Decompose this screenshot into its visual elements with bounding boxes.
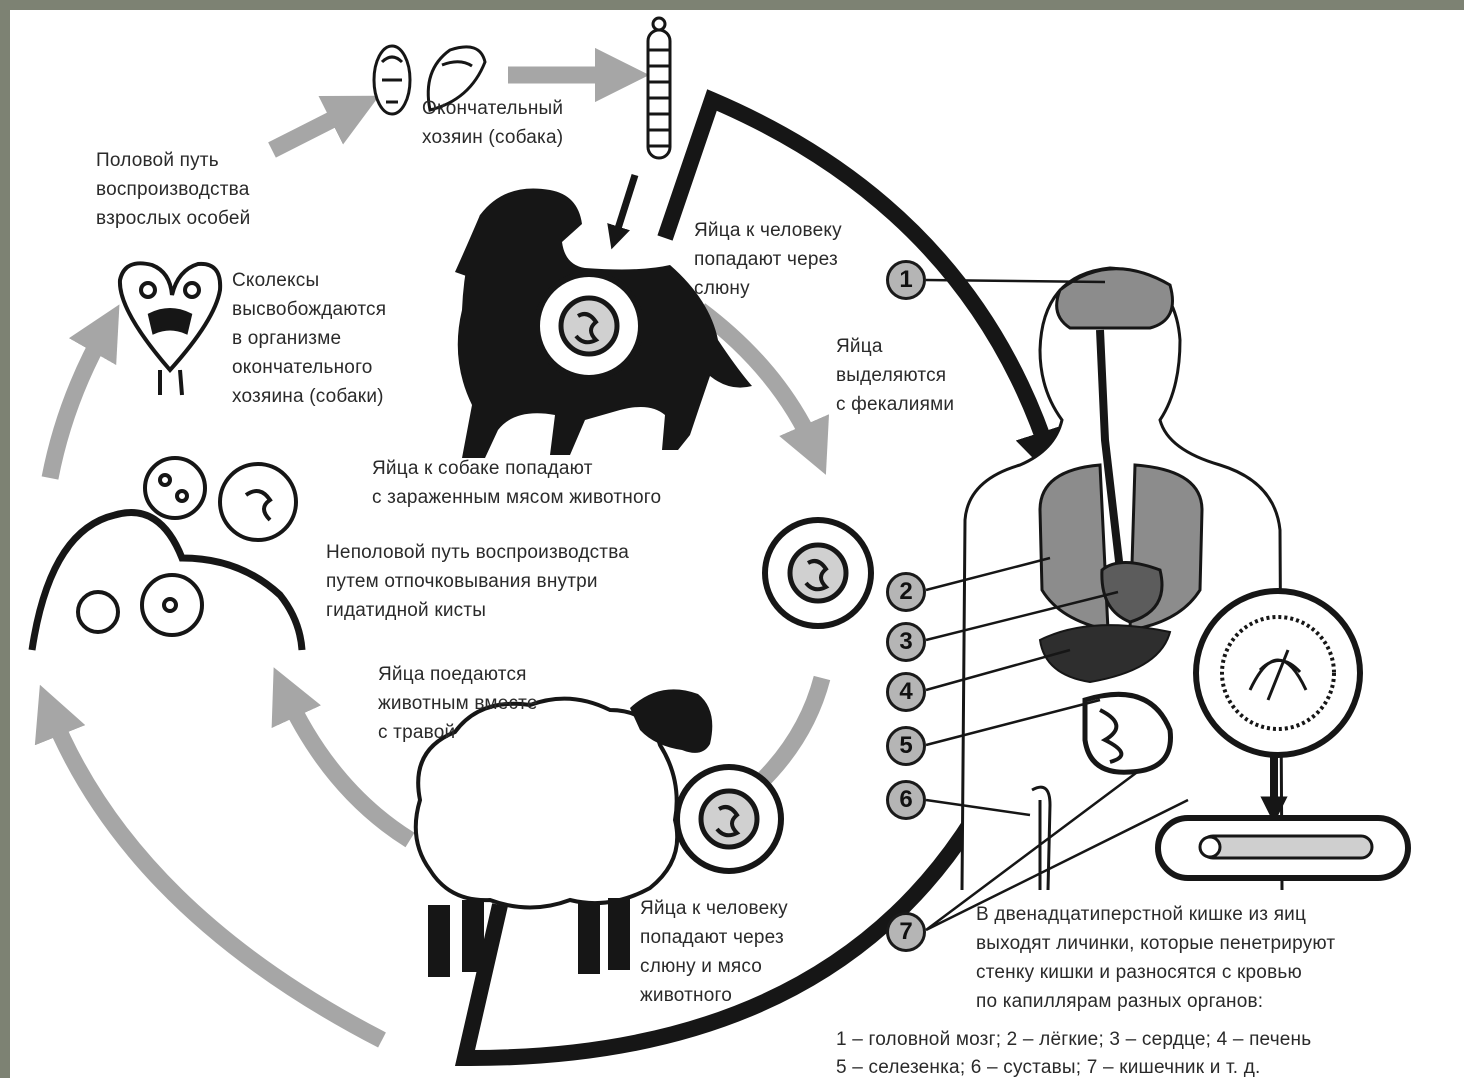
duodenum-label: В двенадцатиперстной кишке из яиц выходя… xyxy=(976,900,1335,1016)
adult-tapeworm-icon xyxy=(648,18,670,158)
eggs-meat-dog-label: Яйца к собаке попадают с зараженным мясо… xyxy=(372,454,661,512)
scolex-release-label: Сколексы высвобождаются в организме окон… xyxy=(232,266,386,411)
organ-marker-5: 5 xyxy=(886,726,926,766)
diagram-frame: Окончательный хозяин (собака) Половой пу… xyxy=(10,10,1464,1078)
scolex-heart xyxy=(120,263,220,395)
organ-marker-4: 4 xyxy=(886,672,926,712)
eggs-grass-label: Яйца поедаются животным вместе с травой xyxy=(378,660,538,747)
arrow-down-to-dog xyxy=(615,175,635,238)
organ-marker-6: 6 xyxy=(886,780,926,820)
eggs-saliva-human-label: Яйца к человеку попадают через слюну xyxy=(694,216,842,303)
legend-line-2: 5 – селезенка; 6 – суставы; 7 – кишечник… xyxy=(836,1053,1261,1078)
organ-marker-3: 3 xyxy=(886,622,926,662)
organ-marker-2: 2 xyxy=(886,572,926,612)
arrow-to-scolex xyxy=(272,108,355,150)
definitive-host-label: Окончательный хозяин (собака) xyxy=(422,94,563,152)
eggs-feces-label: Яйца выделяются с фекалиями xyxy=(836,332,954,419)
organ-marker-7: 7 xyxy=(886,912,926,952)
asexual-path-label: Неполовой путь воспроизводства путем отп… xyxy=(326,538,629,625)
organ-marker-1: 1 xyxy=(886,260,926,300)
sexual-path-label: Половой путь воспроизводства взрослых ос… xyxy=(96,146,250,233)
arrow-up-left xyxy=(50,328,106,478)
hydatid-cyst xyxy=(32,458,302,650)
legend-line-1: 1 – головной мозг; 2 – лёгкие; 3 – сердц… xyxy=(836,1025,1311,1054)
eggs-saliva-meat-label: Яйца к человеку попадают через слюну и м… xyxy=(640,894,788,1010)
